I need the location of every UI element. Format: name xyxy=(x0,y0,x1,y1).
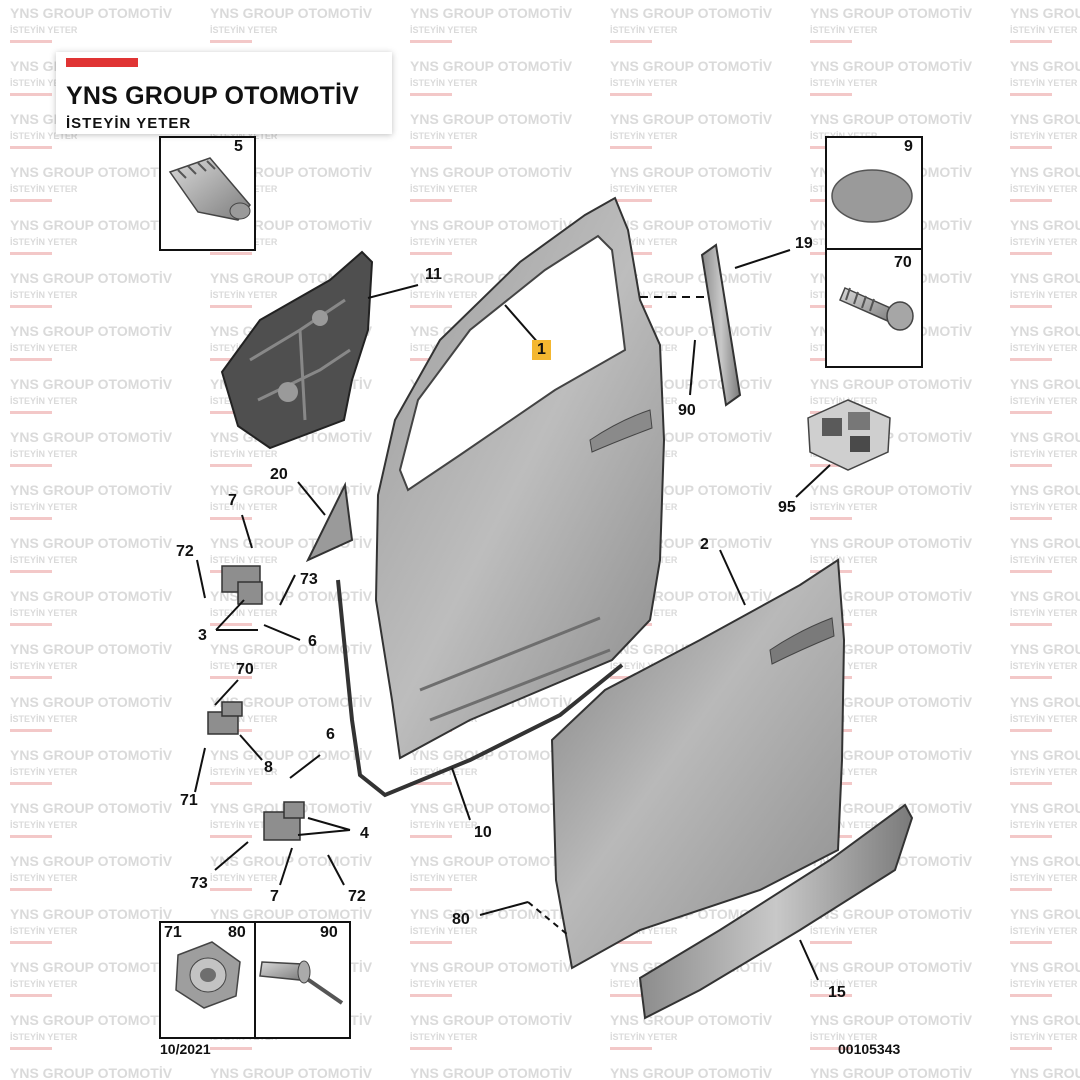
pillar-trim xyxy=(700,243,742,407)
brand-box: YNS GROUP OTOMOTİV İSTEYİN YETER xyxy=(56,52,392,134)
brand-tagline: İSTEYİN YETER xyxy=(66,115,192,132)
door-seal xyxy=(336,579,624,798)
callout-8: 8 xyxy=(264,759,273,776)
callout-20: 20 xyxy=(270,466,288,483)
callout-6-lower: 6 xyxy=(326,726,335,743)
callout-4: 4 xyxy=(360,825,369,842)
callout-73-lower: 73 xyxy=(190,875,208,892)
callout-11: 11 xyxy=(425,266,442,283)
diagram-date: 10/2021 xyxy=(160,1041,211,1057)
callout-19: 19 xyxy=(795,235,813,252)
callout-70: 70 xyxy=(236,661,254,678)
callout-6-upper: 6 xyxy=(308,633,317,650)
door-shell xyxy=(374,196,666,760)
callout-73-upper: 73 xyxy=(300,571,318,588)
callout-2: 2 xyxy=(700,536,709,553)
callout-7-lower: 7 xyxy=(270,888,279,905)
diagram-code: 00105343 xyxy=(838,1041,901,1057)
callout-72-lower: 72 xyxy=(348,888,366,905)
brand-name: YNS GROUP OTOMOTİV xyxy=(66,82,359,110)
leader-lines xyxy=(194,249,831,981)
callout-72-upper: 72 xyxy=(176,543,194,560)
stud-icon xyxy=(168,157,251,221)
callout-80: 80 xyxy=(452,911,470,928)
callout-71-box: 71 xyxy=(164,924,182,941)
callout-90: 90 xyxy=(678,402,696,419)
clip-icon xyxy=(807,399,891,471)
callout-7-upper: 7 xyxy=(228,492,237,509)
callout-80-box: 80 xyxy=(228,924,246,941)
callout-3: 3 xyxy=(198,627,207,644)
rivet-icon xyxy=(259,960,344,1005)
door-outer-skin xyxy=(550,558,846,970)
lower-moulding xyxy=(638,803,914,1020)
lower-hinge xyxy=(263,801,305,841)
brand-accent-bar xyxy=(66,58,138,67)
corner-trim xyxy=(305,481,354,563)
callout-1: 1 xyxy=(532,340,551,360)
callout-5: 5 xyxy=(234,138,243,155)
upper-hinge xyxy=(221,565,263,605)
callout-90-box: 90 xyxy=(320,924,338,941)
callout-70-box: 70 xyxy=(894,254,912,271)
callout-71: 71 xyxy=(180,792,198,809)
check-strap xyxy=(207,701,243,735)
nut-icon xyxy=(175,941,241,1009)
bolt-icon xyxy=(839,287,914,331)
callout-10: 10 xyxy=(474,824,492,841)
callout-15: 15 xyxy=(828,984,846,1001)
patch-icon xyxy=(831,169,913,223)
callout-95: 95 xyxy=(778,499,796,516)
callout-9: 9 xyxy=(904,138,913,155)
regulator-panel xyxy=(220,250,374,450)
